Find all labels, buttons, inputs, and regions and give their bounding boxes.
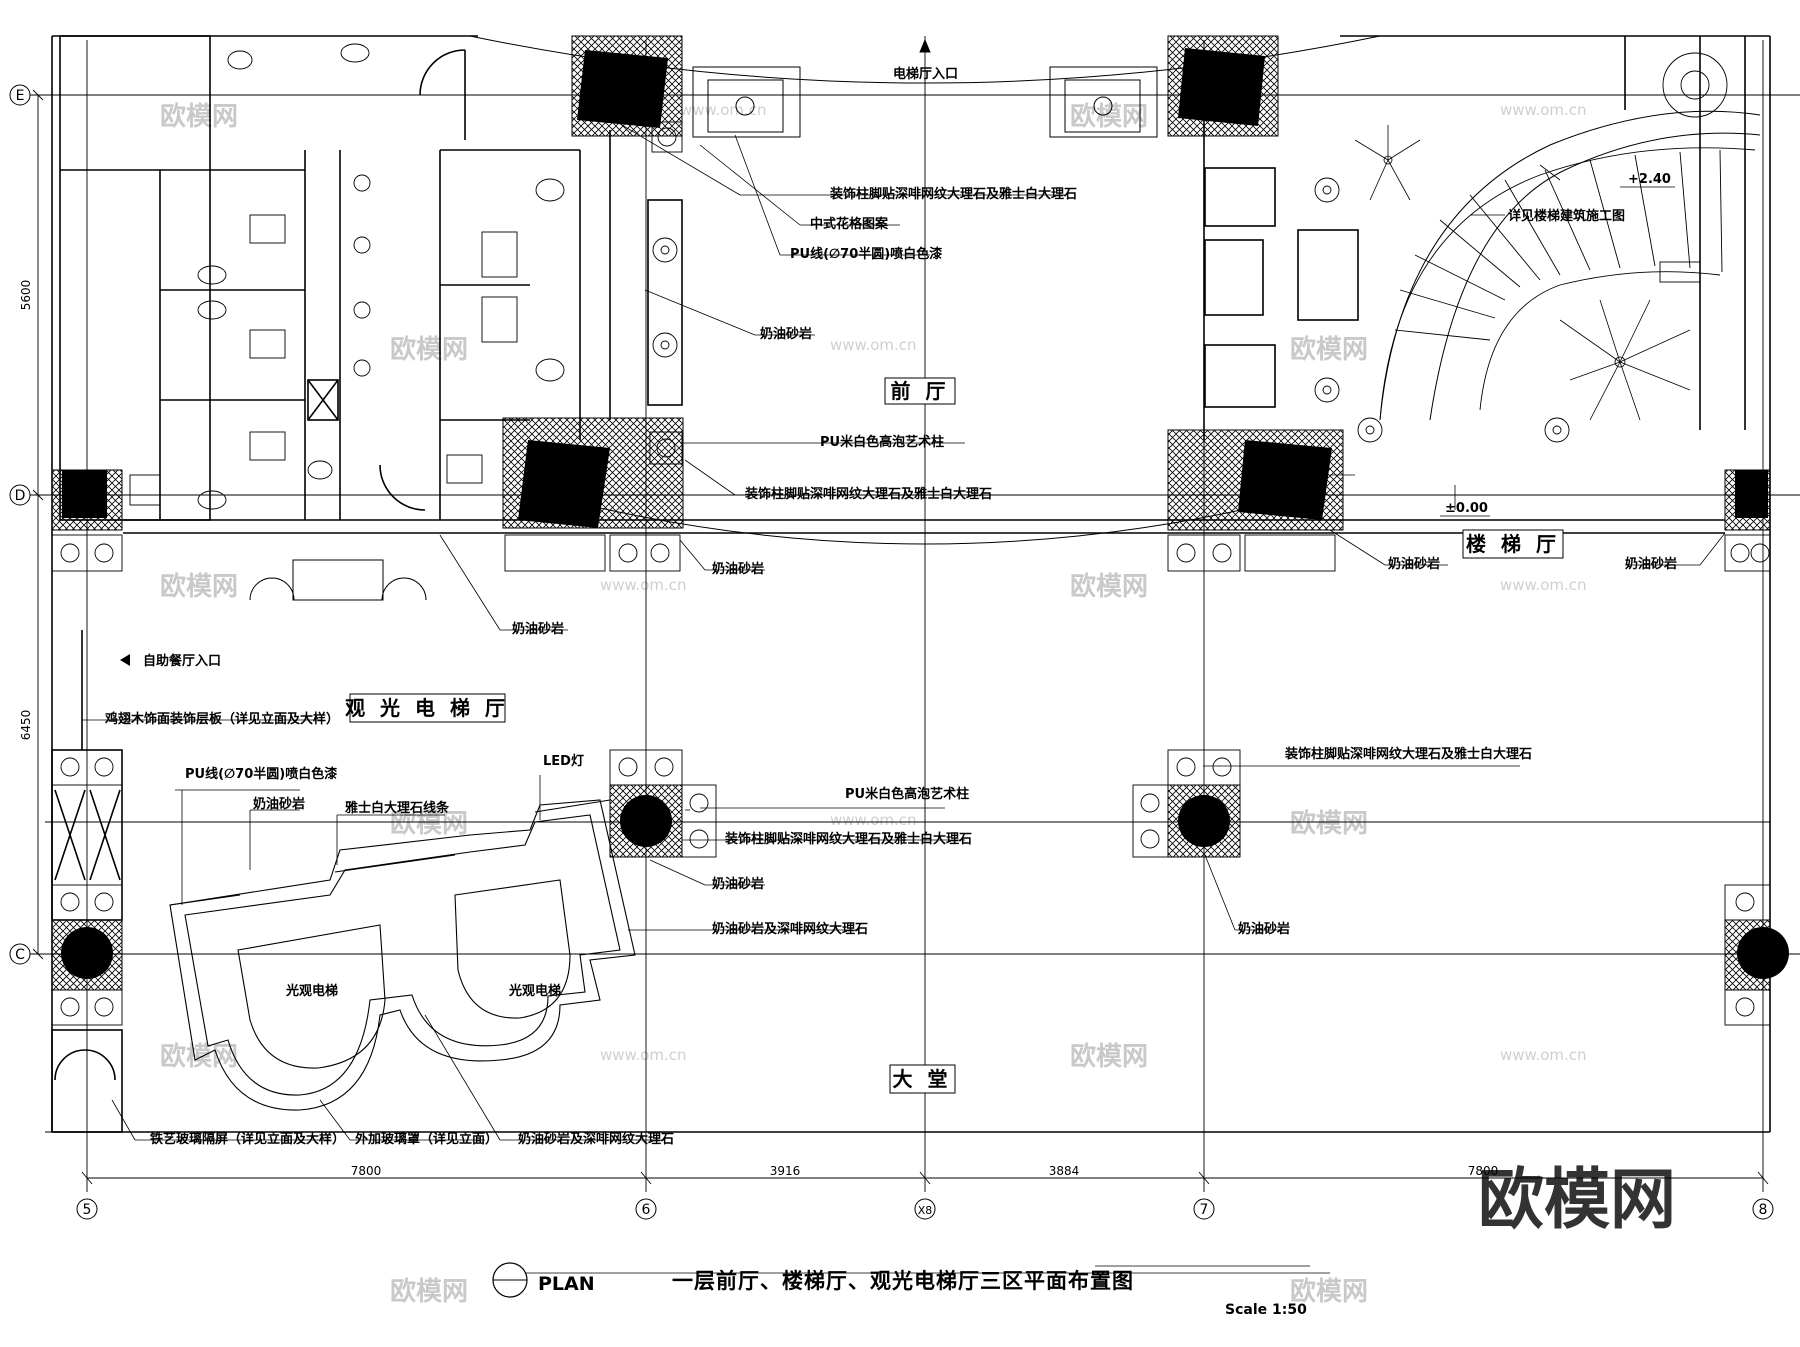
room-label-front-hall: 前 厅	[891, 379, 950, 403]
watermark-site: www.om.cn	[830, 811, 917, 829]
entrance-label-elevator-hall: 电梯厅入口	[893, 66, 958, 82]
grid-axis-label: E	[16, 88, 25, 104]
watermark-site: www.om.cn	[830, 336, 917, 354]
annotation: 奶油砂岩	[711, 876, 764, 892]
grid-axis-label: C	[15, 947, 25, 963]
walls	[51, 35, 1771, 1133]
watermark-brand: 欧模网	[390, 808, 468, 839]
annotation: PU米白色高泡艺术柱	[845, 786, 969, 802]
dimension-lines	[32, 36, 1769, 1185]
annotation: PU米白色高泡艺术柱	[820, 434, 944, 450]
drawing-title: 一层前厅、楼梯厅、观光电梯厅三区平面布置图	[672, 1269, 1134, 1293]
room-label-stair-hall: 楼 梯 厅	[1466, 532, 1560, 556]
grid-axis-label: D	[15, 488, 26, 504]
annotation: PU线(∅70半圆)喷白色漆	[185, 766, 337, 782]
watermark-site: www.om.cn	[1500, 576, 1587, 594]
spiral-staircase	[1379, 52, 1756, 421]
level-upper: +2.40	[1628, 172, 1671, 187]
annotation: 详见楼梯建筑施工图	[1508, 208, 1625, 224]
watermark-brand: 欧模网	[160, 101, 238, 132]
plan-label: PLAN	[538, 1273, 595, 1295]
annotation: 中式花格图案	[810, 216, 889, 232]
annotation: PU线(∅70半圆)喷白色漆	[790, 246, 942, 262]
title-block: PLAN 一层前厅、楼梯厅、观光电梯厅三区平面布置图 Scale 1:50	[492, 1262, 1307, 1318]
drawing-scale: Scale 1:50	[1225, 1302, 1307, 1318]
column-caps	[51, 121, 1771, 1026]
annotation: 装饰柱脚贴深啡网纹大理石及雅士白大理石	[829, 186, 1077, 202]
grid-axis-label: X8	[918, 1204, 933, 1217]
watermark-brand: 欧模网	[1290, 808, 1368, 839]
reception-counters	[249, 66, 1158, 601]
room-label-lobby: 大 堂	[893, 1067, 952, 1091]
watermark-site: www.om.cn	[600, 1046, 687, 1064]
watermark-site: www.om.cn	[1500, 101, 1587, 119]
dimension-label: 7800	[351, 1164, 382, 1178]
watermark-brand: 欧模网	[390, 334, 468, 365]
watermark-brand: 欧模网	[1070, 101, 1148, 132]
room-label-elevator-hall: 观 光 电 梯 厅	[345, 696, 509, 720]
dimension-label: 3916	[770, 1164, 801, 1178]
room-labels: 前 厅 楼 梯 厅 观 光 电 梯 厅 大 堂 光观电梯 光观电梯	[285, 377, 1564, 1094]
annotation: LED灯	[543, 753, 584, 769]
sightseeing-elevators	[169, 799, 636, 1111]
grid-axis-label: 7	[1200, 1202, 1209, 1218]
plant-icon	[1354, 125, 1691, 421]
watermark-site: www.om.cn	[1500, 1046, 1587, 1064]
annotation: 装饰柱脚贴深啡网纹大理石及雅士白大理石	[1284, 746, 1532, 762]
watermark-logo: 欧模网	[1478, 1161, 1676, 1238]
grid-axis-label: 8	[1759, 1202, 1768, 1218]
annotation: 奶油砂岩	[1387, 556, 1440, 572]
watermark-brand: 欧模网	[160, 1041, 238, 1072]
grid-axis-label: 5	[83, 1202, 92, 1218]
annotation: 奶油砂岩	[1237, 921, 1290, 937]
watermark-brand: 欧模网	[1070, 1041, 1148, 1072]
watermark-site: www.om.cn	[600, 576, 687, 594]
entrance-labels: 电梯厅入口 自助餐厅入口 +2.40 ±0.00	[120, 66, 1675, 669]
lamp-icon	[652, 177, 1570, 443]
annotation: 外加玻璃罩（详见立面）	[354, 1131, 498, 1147]
watermark-brand: 欧模网	[1290, 1276, 1368, 1307]
grid-axis-label: 6	[642, 1202, 651, 1218]
elevator-label: 光观电梯	[285, 983, 338, 999]
annotation: 奶油砂岩	[252, 796, 305, 812]
annotation: 奶油砂岩	[711, 561, 764, 577]
leader-lines	[82, 114, 1726, 1274]
annotation: 装饰柱脚贴深啡网纹大理石及雅士白大理石	[744, 486, 992, 502]
columns	[61, 48, 1789, 979]
watermark-brand: 欧模网	[160, 571, 238, 602]
annotation: 鸡翅木饰面装饰层板（详见立面及大样）	[104, 711, 339, 727]
toilet-fixtures	[129, 43, 565, 510]
level-ground: ±0.00	[1445, 501, 1488, 516]
entrance-label-buffet: 自助餐厅入口	[143, 653, 221, 669]
annotation: 铁艺玻璃隔屏（详见立面及大样）	[149, 1131, 345, 1147]
dimension-label: 5600	[19, 280, 33, 311]
annotation: 奶油砂岩及深啡网纹大理石	[517, 1131, 674, 1147]
watermark-layer: 欧模网 www.om.cn 欧模网 www.om.cn 欧模网 www.om.c…	[160, 101, 1676, 1307]
annotations: 装饰柱脚贴深啡网纹大理石及雅士白大理石 中式花格图案 PU线(∅70半圆)喷白色…	[104, 186, 1677, 1147]
annotation: 装饰柱脚贴深啡网纹大理石及雅士白大理石	[724, 831, 972, 847]
annotation: 奶油砂岩	[1624, 556, 1677, 572]
watermark-brand: 欧模网	[1070, 571, 1148, 602]
elevator-label: 光观电梯	[508, 983, 561, 999]
annotation: 奶油砂岩及深啡网纹大理石	[711, 921, 868, 937]
grid-axes: E D C 5 6 X8 7 8	[9, 84, 1774, 1220]
watermark-brand: 欧模网	[390, 1276, 468, 1307]
dimension-label: 6450	[19, 710, 33, 741]
annotation: 奶油砂岩	[511, 621, 564, 637]
dimension-labels: 5600 6450 7800 3916 3884 7800	[19, 280, 1498, 1178]
watermark-brand: 欧模网	[1290, 334, 1368, 365]
entrance-arrow-icon	[120, 654, 130, 666]
annotation: 雅士白大理石线条	[345, 800, 450, 816]
dimension-label: 3884	[1049, 1164, 1080, 1178]
annotation: 奶油砂岩	[759, 326, 812, 342]
dimension-label: 7800	[1468, 1164, 1499, 1178]
